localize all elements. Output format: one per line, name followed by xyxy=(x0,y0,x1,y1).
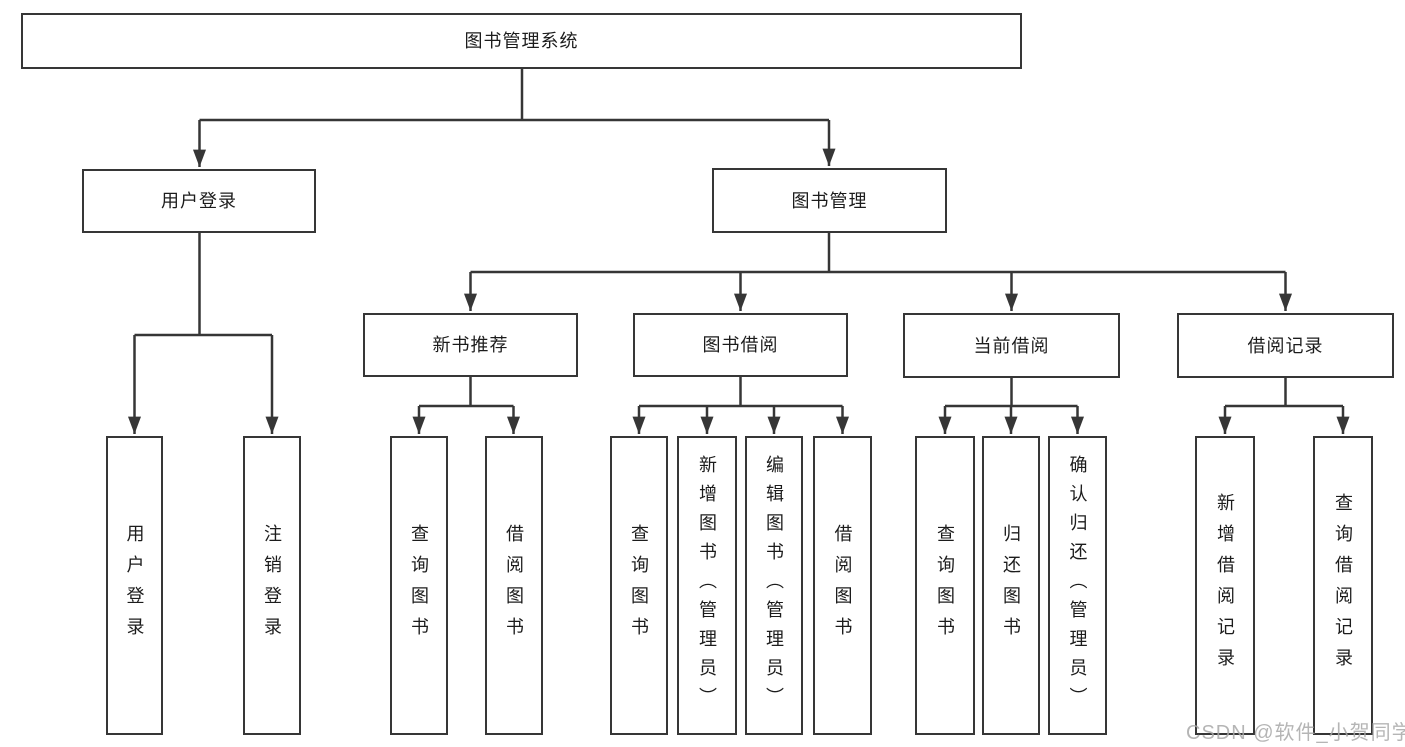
node-user-login: 用户登录 xyxy=(82,169,316,233)
leaf-confirm-return-admin: 确认归还（管理员） xyxy=(1048,436,1107,735)
node-borrow-records: 借阅记录 xyxy=(1177,313,1394,378)
leaf-logout: 注销登录 xyxy=(243,436,301,735)
leaf-query-books-current: 查询图书 xyxy=(915,436,975,735)
leaf-add-books-admin: 新增图书（管理员） xyxy=(677,436,737,735)
node-new-book-recommend: 新书推荐 xyxy=(363,313,578,377)
node-current-borrowing: 当前借阅 xyxy=(903,313,1120,378)
leaf-borrow-books-recommend: 借阅图书 xyxy=(485,436,543,735)
csdn-watermark: CSDN @软件_小贺同学 xyxy=(1186,722,1405,744)
leaf-borrow-books: 借阅图书 xyxy=(813,436,872,735)
node-library-management-system: 图书管理系统 xyxy=(21,13,1022,69)
leaf-add-borrow-record: 新增借阅记录 xyxy=(1195,436,1255,735)
leaf-query-books-borrowing: 查询图书 xyxy=(610,436,668,735)
leaf-user-login: 用户登录 xyxy=(106,436,163,735)
leaf-query-books-recommend: 查询图书 xyxy=(390,436,448,735)
leaf-return-books: 归还图书 xyxy=(982,436,1040,735)
node-book-management: 图书管理 xyxy=(712,168,947,233)
leaf-edit-books-admin: 编辑图书（管理员） xyxy=(745,436,803,735)
node-book-borrowing: 图书借阅 xyxy=(633,313,848,377)
leaf-query-borrow-record: 查询借阅记录 xyxy=(1313,436,1373,735)
